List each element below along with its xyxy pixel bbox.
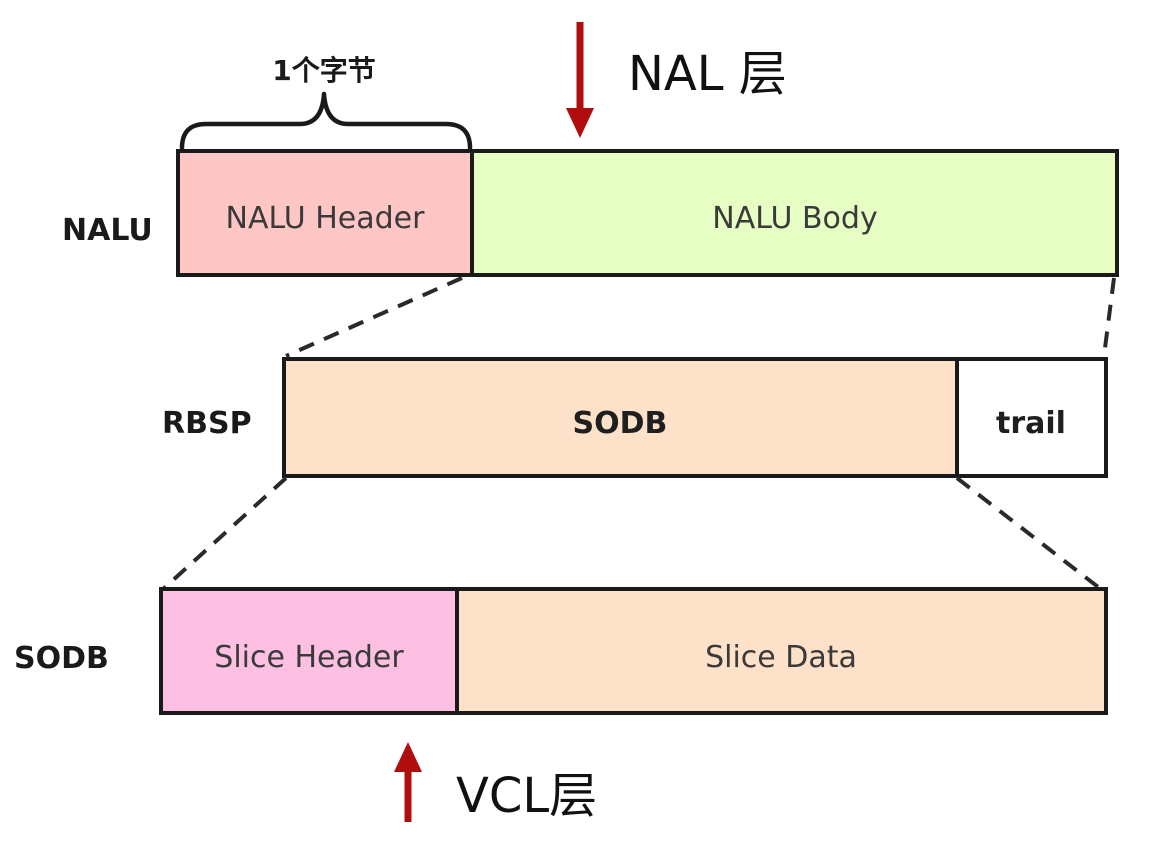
connector-left: [160, 476, 288, 592]
sodb-row: SODB Slice Header Slice Data: [14, 587, 1108, 715]
byte-brace: 1个字节: [179, 54, 473, 151]
curly-brace-icon: [179, 91, 473, 151]
nalu-to-rbsp-connectors: [285, 276, 1116, 358]
rbsp-row-label: RBSP: [162, 406, 252, 441]
vcl-arrow-up-icon: [394, 742, 422, 772]
brace-label: 1个字节: [272, 54, 375, 87]
connector-left: [285, 276, 463, 358]
nalu-body-block: [470, 149, 1119, 277]
slice-data-text: Slice Data: [705, 640, 857, 675]
nalu-row-label: NALU: [62, 213, 153, 248]
nal-layer-label: NAL 层: [628, 46, 787, 102]
connector-right: [955, 476, 1104, 592]
rbsp-row: RBSP SODB trail: [162, 357, 1108, 478]
nal-arrow-down-icon: [566, 108, 594, 138]
vcl-layer-label: VCL层: [456, 768, 597, 824]
slice-data-block: [455, 587, 1108, 715]
sodb-row-label: SODB: [14, 641, 109, 676]
nalu-row: NALU NALU Header NALU Body: [62, 149, 1119, 277]
rbsp-trail-text: trail: [996, 406, 1066, 441]
connector-right: [1102, 277, 1116, 357]
nal-layer-indicator: NAL 层: [566, 22, 787, 138]
rbsp-sodb-text: SODB: [573, 406, 668, 441]
rbsp-sodb-block: [282, 357, 959, 478]
nalu-body-text: NALU Body: [712, 201, 877, 236]
rbsp-to-sodb-connectors: [160, 476, 1104, 592]
nalu-header-text: NALU Header: [226, 201, 426, 236]
vcl-layer-indicator: VCL层: [394, 742, 597, 824]
slice-header-text: Slice Header: [214, 640, 404, 675]
rbsp-trail-block: [955, 357, 1108, 478]
